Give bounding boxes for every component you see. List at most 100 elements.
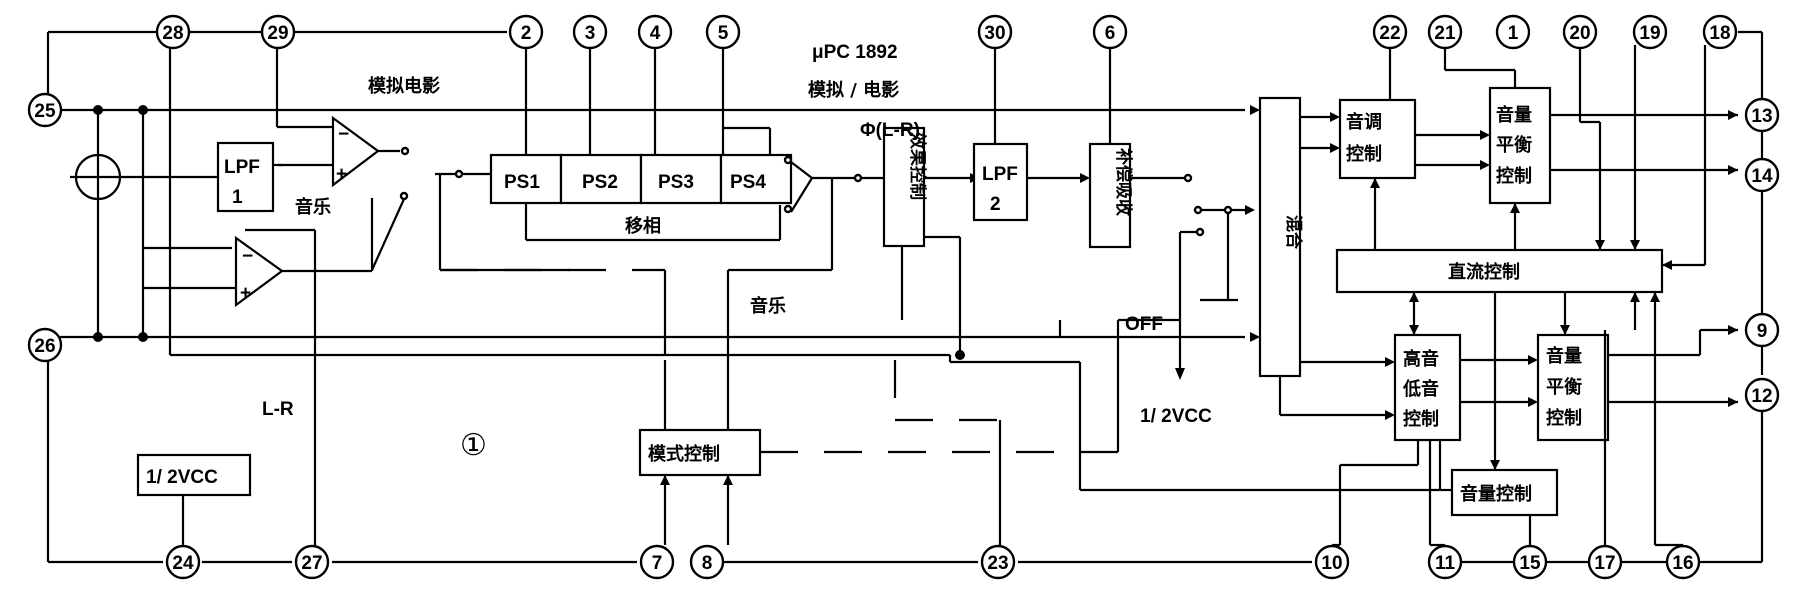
lpf2-label-num: 2 xyxy=(990,194,1001,215)
tone-label-1: 音调 xyxy=(1346,111,1382,133)
opamp-1: − + xyxy=(331,115,380,188)
svg-text:30: 30 xyxy=(984,23,1005,44)
pin-8: 8 xyxy=(689,544,725,580)
pin-26: 26 xyxy=(27,327,63,363)
volume-control-block xyxy=(1450,468,1559,517)
lr-label: L-R xyxy=(262,399,294,420)
ic-boundary xyxy=(46,30,1764,564)
opamp-2-minus: − xyxy=(242,246,253,267)
balance-2-block xyxy=(1536,333,1610,442)
svg-text:25: 25 xyxy=(34,101,56,122)
svg-text:17: 17 xyxy=(1594,553,1615,574)
svg-text:7: 7 xyxy=(652,553,663,574)
svg-text:11: 11 xyxy=(1435,553,1456,574)
balance-1-label-1: 音量 xyxy=(1496,104,1532,126)
pin-6: 6 xyxy=(1092,14,1128,50)
pin-1: 1 xyxy=(1495,14,1531,50)
svg-text:12: 12 xyxy=(1751,386,1772,407)
pin-18: 18 xyxy=(1702,14,1738,50)
svg-text:8: 8 xyxy=(702,553,713,574)
half-vcc-block-label: 1/ 2VCC xyxy=(146,467,218,488)
treble-label-1: 高音 xyxy=(1403,348,1439,370)
opamp-2-plus: + xyxy=(240,283,251,304)
lpf2-block xyxy=(972,142,1029,222)
pin-22: 22 xyxy=(1372,14,1408,50)
music-label-2: 音乐 xyxy=(750,295,786,317)
treble-label-3: 控制 xyxy=(1403,408,1439,430)
pin-14: 14 xyxy=(1744,157,1780,193)
balance-1-label-3: 控制 xyxy=(1496,165,1532,187)
phi-lr-label: Φ(L-R) xyxy=(860,120,920,141)
pin-4: 4 xyxy=(637,14,673,50)
mix-switches xyxy=(1175,205,1255,380)
pin-17: 17 xyxy=(1587,544,1623,580)
chip-title: μPC 1892 xyxy=(812,42,898,63)
svg-text:15: 15 xyxy=(1519,553,1541,574)
pin-15: 15 xyxy=(1512,544,1548,580)
pin-21: 21 xyxy=(1427,14,1463,50)
pin-10: 10 xyxy=(1314,544,1350,580)
lpf1-label-num: 1 xyxy=(232,187,243,208)
svg-text:9: 9 xyxy=(1757,321,1768,342)
svg-text:21: 21 xyxy=(1434,23,1456,44)
pin-16: 16 xyxy=(1665,544,1701,580)
opamp-2: − + xyxy=(234,235,284,308)
half-vcc-block xyxy=(136,453,252,497)
phase-shifter-group: PS1 PS2 PS3 PS4 移相 xyxy=(489,45,793,242)
pin-30: 30 xyxy=(977,14,1013,50)
svg-text:26: 26 xyxy=(34,336,55,357)
svg-text:2: 2 xyxy=(521,23,532,44)
dc-control-label: 直流控制 xyxy=(1448,261,1520,283)
tone-control-block xyxy=(1338,98,1417,180)
tone-label-2: 控制 xyxy=(1346,143,1382,165)
svg-text:14: 14 xyxy=(1751,166,1773,187)
pin-19: 19 xyxy=(1632,14,1668,50)
analog-movie-label-2: 模拟 / 电影 xyxy=(808,79,899,101)
pin-27: 27 xyxy=(294,544,330,580)
svg-text:5: 5 xyxy=(718,23,729,44)
svg-text:20: 20 xyxy=(1569,23,1590,44)
comp-absorb-label: 补偿吸收 xyxy=(1113,147,1134,216)
pins: 28 29 2 3 4 5 30 6 22 21 1 20 19 18 25 2… xyxy=(27,14,1780,580)
svg-text:24: 24 xyxy=(172,553,194,574)
ps4-block xyxy=(719,153,793,205)
pin-25: 25 xyxy=(27,92,63,128)
pin-9: 9 xyxy=(1744,312,1780,348)
pin-11: 11 xyxy=(1427,544,1463,580)
lpf2-label: LPF xyxy=(982,164,1018,185)
volume-control-label: 音量控制 xyxy=(1460,483,1532,505)
treble-bass-block xyxy=(1393,333,1462,442)
pin-7: 7 xyxy=(639,544,675,580)
comp-absorb-block xyxy=(1088,142,1132,249)
lpf1-block xyxy=(216,141,275,213)
balance-2-label-3: 控制 xyxy=(1546,407,1582,429)
svg-text:19: 19 xyxy=(1639,23,1660,44)
opamp-1-plus: + xyxy=(336,164,347,185)
effect-control-label: 效果控制 xyxy=(907,132,928,200)
svg-text:29: 29 xyxy=(267,23,288,44)
ps2-label: PS2 xyxy=(582,172,618,193)
svg-text:23: 23 xyxy=(987,553,1008,574)
pin-2: 2 xyxy=(508,14,544,50)
svg-text:16: 16 xyxy=(1672,553,1693,574)
mode-control-label: 模式控制 xyxy=(648,443,720,465)
svg-text:27: 27 xyxy=(301,553,322,574)
svg-text:1: 1 xyxy=(1508,23,1519,44)
ps1-label: PS1 xyxy=(504,172,540,193)
phase-shift-label: 移相 xyxy=(625,215,661,237)
effect-control-block xyxy=(882,126,926,248)
lpf1-label: LPF xyxy=(224,157,260,178)
mode-control-block xyxy=(638,428,762,477)
ps4-label: PS4 xyxy=(730,172,766,193)
pin-29: 29 xyxy=(260,14,296,50)
balance-1-label-2: 平衡 xyxy=(1496,134,1532,156)
pin-3: 3 xyxy=(572,14,608,50)
ps3-label: PS3 xyxy=(658,172,694,193)
pin-28: 28 xyxy=(155,14,191,50)
balance-2-label-2: 平衡 xyxy=(1546,376,1582,398)
pin-5: 5 xyxy=(705,14,741,50)
pin-24: 24 xyxy=(165,544,201,580)
svg-text:13: 13 xyxy=(1751,106,1772,127)
half-vcc-mid-label: 1/ 2VCC xyxy=(1140,406,1212,427)
